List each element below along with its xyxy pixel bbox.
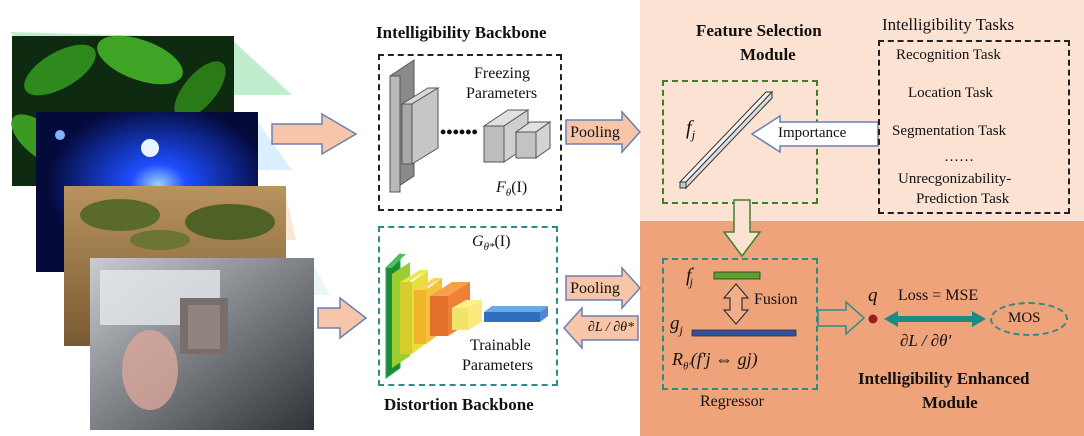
regressor-label-fj-prime: f'j <box>686 265 694 290</box>
input-arrow-bottom <box>317 296 368 340</box>
input-arrows <box>271 112 368 340</box>
importance-label: Importance <box>778 125 847 141</box>
fusion-arrow <box>722 283 750 325</box>
freezing-note-line1: Freezing <box>474 65 530 82</box>
svg-text:••••••: •••••• <box>440 122 478 142</box>
tasks-box <box>878 40 1070 214</box>
input-arrow-top <box>271 112 358 156</box>
intelligibility-backbone-title: Intelligibility Backbone <box>376 23 547 42</box>
importance-arrow <box>750 114 879 154</box>
loss-arrow <box>868 311 986 327</box>
distortion-network <box>385 252 548 379</box>
feature-vector-fj <box>678 90 774 190</box>
input-image-stack <box>10 32 330 430</box>
pooling-arrow-middle <box>565 266 642 310</box>
fusion-label: Fusion <box>754 291 798 308</box>
task-location: Location Task <box>908 85 993 101</box>
feature-selection-panel <box>640 0 1084 221</box>
fj-prime-bar <box>713 271 761 280</box>
pooling-arrows <box>562 110 642 350</box>
pooling-label-middle: Pooling <box>570 280 620 297</box>
regressor-caption: Regressor <box>700 393 764 410</box>
gradient-label-regressor: ∂L / ∂θ' <box>900 331 952 350</box>
intelligibility-function: Fθ(I) <box>496 179 528 200</box>
loss-label: Loss = MSE <box>898 287 979 304</box>
regressor-label-gj: gj <box>670 313 683 337</box>
task-segmentation: Segmentation Task <box>892 123 1007 139</box>
task-recognition: Recognition Task <box>896 47 1001 63</box>
enhanced-module-title-line1: Intelligibility Enhanced <box>858 369 1030 388</box>
regressor-graphics <box>691 271 797 337</box>
intelligibility-network: •••••• <box>389 59 552 193</box>
pooling-label-top: Pooling <box>570 124 620 141</box>
regressor-box <box>662 258 818 390</box>
regressor-to-q-arrow <box>817 300 866 336</box>
intelligibility-backbone-box <box>378 54 562 211</box>
tasks-title: Intelligibility Tasks <box>882 15 1015 34</box>
freezing-note-line2: Parameters <box>466 85 538 102</box>
task-unrecognizability-line1: Unrecgonizability- <box>898 171 1012 187</box>
pooling-arrow-top <box>565 110 642 154</box>
trainable-note-line1: Trainable <box>470 337 531 354</box>
enhanced-module-title-line2: Module <box>922 393 978 412</box>
feature-selection-title-line1: Feature Selection <box>696 21 822 40</box>
q-dot <box>868 314 878 324</box>
task-ellipsis: …… <box>944 149 974 165</box>
gj-bar <box>691 329 797 337</box>
gradient-label-backbone: ∂L / ∂θ* <box>587 320 635 335</box>
task-unrecognizability-line2: Prediction Task <box>916 191 1010 207</box>
trainable-note-line2: Parameters <box>462 357 534 374</box>
image-car-interior <box>90 258 330 430</box>
mos-label: MOS <box>1008 310 1041 326</box>
mos-ellipse <box>990 302 1068 336</box>
regressor-formula: Rθ'(f'j ⇔ gj) <box>672 349 758 373</box>
q-label: q <box>868 285 878 306</box>
distortion-backbone-title: Distortion Backbone <box>384 395 534 414</box>
feature-to-regressor-arrow <box>722 199 762 258</box>
feature-selection-title-line2: Module <box>740 45 796 64</box>
distortion-function: Gθ*(I) <box>472 233 511 254</box>
feature-label-fj: fj <box>686 117 696 142</box>
gradient-arrow-back <box>562 306 639 350</box>
distortion-backbone-box <box>378 226 558 386</box>
